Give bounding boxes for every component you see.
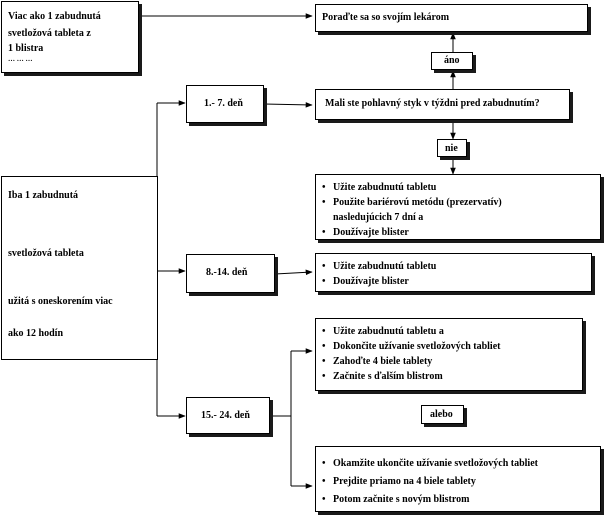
- box-question: Mali ste pohlavný styk v týždni pred zab…: [315, 89, 570, 120]
- list-item: Užite zabudnutú tabletu: [322, 180, 502, 195]
- text-line: svetložová tableta z: [8, 28, 91, 39]
- question-text: Mali ste pohlavný styk v týždni pred zab…: [325, 98, 540, 109]
- list-8-14: Užite zabudnutú tabletu Doužívajte blist…: [322, 259, 436, 289]
- day-1-7-label: 1.- 7. deň: [204, 98, 243, 109]
- arrow-day1-question: [263, 102, 313, 108]
- text-line: užitá s oneskorením viac: [8, 296, 113, 307]
- label-alebo: alebo: [430, 409, 453, 420]
- list-item: Doužívajte blister: [322, 274, 436, 289]
- arrow-day8-list: [274, 269, 313, 276]
- box-day-15-24: 15.- 24. deň: [186, 397, 270, 434]
- box-list-15-a: Užite zabudnutú tabletu a Dokončite užív…: [315, 318, 583, 391]
- box-list-8-14: Užite zabudnutú tabletu Doužívajte blist…: [315, 253, 592, 292]
- list-15-b: Okamžite ukončite užívanie svetložových …: [322, 455, 538, 509]
- list-item: Okamžite ukončite užívanie svetložových …: [322, 455, 538, 473]
- text-line: Viac ako 1 zabudnutá: [8, 11, 101, 22]
- box-consult-doctor: Poraďte sa so svojím lekárom: [315, 4, 588, 32]
- list-item: Užite zabudnutú tabletu a: [322, 324, 500, 339]
- consult-text: Poraďte sa so svojím lekárom: [322, 12, 450, 23]
- label-alebo-box: alebo: [421, 405, 464, 424]
- text-line: Iba 1 zabudnutá: [8, 190, 79, 201]
- list-item: Použite bariérovú metódu (prezervatív)na…: [322, 195, 502, 225]
- list-item: Potom začnite s novým blistrom: [322, 491, 538, 509]
- day-15-24-label: 15.- 24. deň: [201, 410, 250, 421]
- text-line: svetložová tableta: [8, 248, 84, 259]
- text-line: 1 blistra: [8, 43, 44, 54]
- box-list-nie: Užite zabudnutú tabletu Použite bariérov…: [315, 174, 601, 240]
- day-8-14-label: 8.-14. deň: [206, 267, 248, 278]
- text-line: … … …: [8, 55, 33, 63]
- list-item: Zahoďte 4 biele tablety: [322, 354, 500, 369]
- label-nie-box: nie: [437, 139, 467, 157]
- box-day-1-7: 1.- 7. deň: [186, 85, 264, 123]
- list-item: Dokončite užívanie svetložových tabliet: [322, 339, 500, 354]
- list-item: Doužívajte blister: [322, 225, 502, 240]
- box-more-than-one-forgotten: Viac ako 1 zabudnutá svetložová tableta …: [1, 1, 139, 73]
- list-item: Užite zabudnutú tabletu: [322, 259, 436, 274]
- box-list-15-b: Okamžite ukončite užívanie svetložových …: [315, 446, 601, 512]
- label-ano: áno: [444, 55, 460, 66]
- box-day-8-14: 8.-14. deň: [186, 254, 275, 293]
- list-item: Prejdite priamo na 4 biele tablety: [322, 473, 538, 491]
- text-line: ako 12 hodín: [8, 328, 64, 339]
- box-only-one-forgotten: Iba 1 zabudnutá svetložová tableta užitá…: [1, 176, 158, 360]
- list-15-a: Užite zabudnutú tabletu a Dokončite užív…: [322, 324, 500, 384]
- list-item: Začnite s ďalším blistrom: [322, 369, 500, 384]
- label-nie: nie: [445, 143, 458, 154]
- label-ano-box: áno: [431, 52, 473, 70]
- list-nie: Užite zabudnutú tabletu Použite bariérov…: [322, 180, 502, 240]
